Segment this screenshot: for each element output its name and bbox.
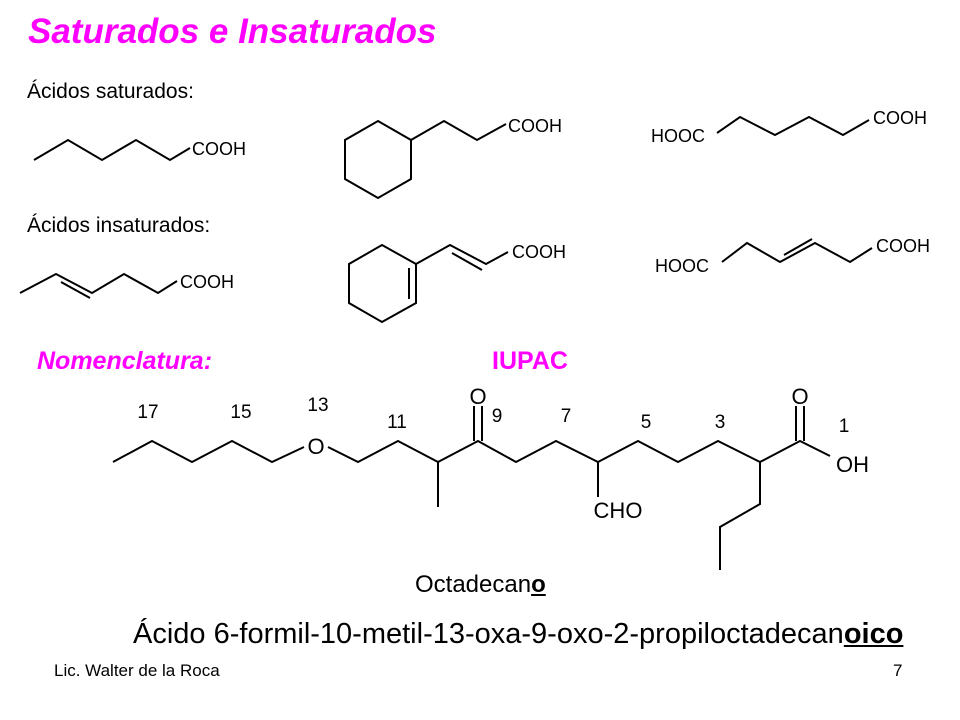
chain-bonds	[33, 138, 191, 162]
iupac-example-molecule: O O CHO O OH 17 15 13 11 9 7 5 3 1	[112, 384, 869, 570]
chain-bonds	[19, 272, 178, 295]
locant-5: 5	[641, 412, 652, 433]
cooh-label: COOH	[512, 242, 566, 262]
ketone-oxygen-label: O	[469, 384, 486, 409]
double-bond-line	[451, 252, 483, 271]
side-chain-bonds	[415, 243, 509, 266]
cooh-label: COOH	[508, 116, 562, 136]
cyclohexene-ring	[348, 243, 417, 324]
saturated-acid-diacid: HOOC COOH	[651, 108, 927, 146]
saturated-acid-cyclohexyl: COOH	[344, 116, 562, 200]
cooh-label: COOH	[180, 272, 234, 292]
parent-chain-suffix: o	[531, 571, 546, 598]
formyl-group-label: CHO	[594, 498, 643, 523]
locant-3: 3	[715, 412, 726, 433]
hydroxyl-label: OH	[836, 452, 869, 477]
parent-chain-name: Octadecano	[415, 571, 546, 599]
cyclohexane-ring	[344, 119, 412, 200]
ether-oxygen-label: O	[307, 434, 324, 459]
locant-1: 1	[839, 416, 850, 437]
double-bond-line	[60, 281, 91, 299]
nomenclature-label: Nomenclatura:	[37, 347, 213, 375]
side-chain-bonds	[410, 119, 507, 142]
cooh-label: COOH	[876, 236, 930, 256]
chain-bonds	[716, 115, 870, 137]
unsaturated-acids-heading: Ácidos insaturados:	[27, 214, 211, 237]
hooc-label: HOOC	[651, 126, 705, 146]
hooc-label: HOOC	[655, 256, 709, 276]
locant-15: 15	[230, 402, 251, 423]
saturated-acid-linear: COOH	[33, 138, 246, 162]
page-number: 7	[893, 661, 903, 680]
double-bond-line	[783, 238, 813, 256]
iupac-label: IUPAC	[492, 347, 568, 375]
chain-bonds-main	[327, 439, 831, 464]
saturated-acids-heading: Ácidos saturados:	[27, 80, 194, 103]
cooh-label: COOH	[873, 108, 927, 128]
locant-7: 7	[561, 406, 572, 427]
unsaturated-acid-cyclohexenyl: COOH	[348, 242, 566, 324]
chain-bonds-left	[112, 439, 305, 464]
iupac-full-name: Ácido 6-formil-10-metil-13-oxa-9-oxo-2-p…	[133, 618, 903, 651]
parent-chain-stem: Octadecan	[415, 571, 532, 598]
iupac-name-stem: Ácido 6-formil-10-metil-13-oxa-9-oxo-2-p…	[133, 618, 844, 650]
cooh-label: COOH	[192, 139, 246, 159]
unsaturated-acid-diacid: HOOC COOH	[655, 236, 930, 276]
footer-author: Lic. Walter de la Roca	[54, 661, 220, 680]
locant-9: 9	[492, 406, 503, 427]
chain-bonds	[721, 241, 873, 264]
page-title: Saturados e Insaturados	[28, 12, 437, 51]
locant-13: 13	[307, 395, 328, 416]
unsaturated-acid-linear: COOH	[19, 272, 234, 299]
locant-11: 11	[387, 412, 407, 433]
iupac-name-suffix: oico	[843, 618, 904, 650]
locant-17: 17	[137, 402, 158, 423]
propyl-bonds	[719, 462, 761, 570]
acid-carbonyl-oxygen-label: O	[791, 384, 808, 409]
